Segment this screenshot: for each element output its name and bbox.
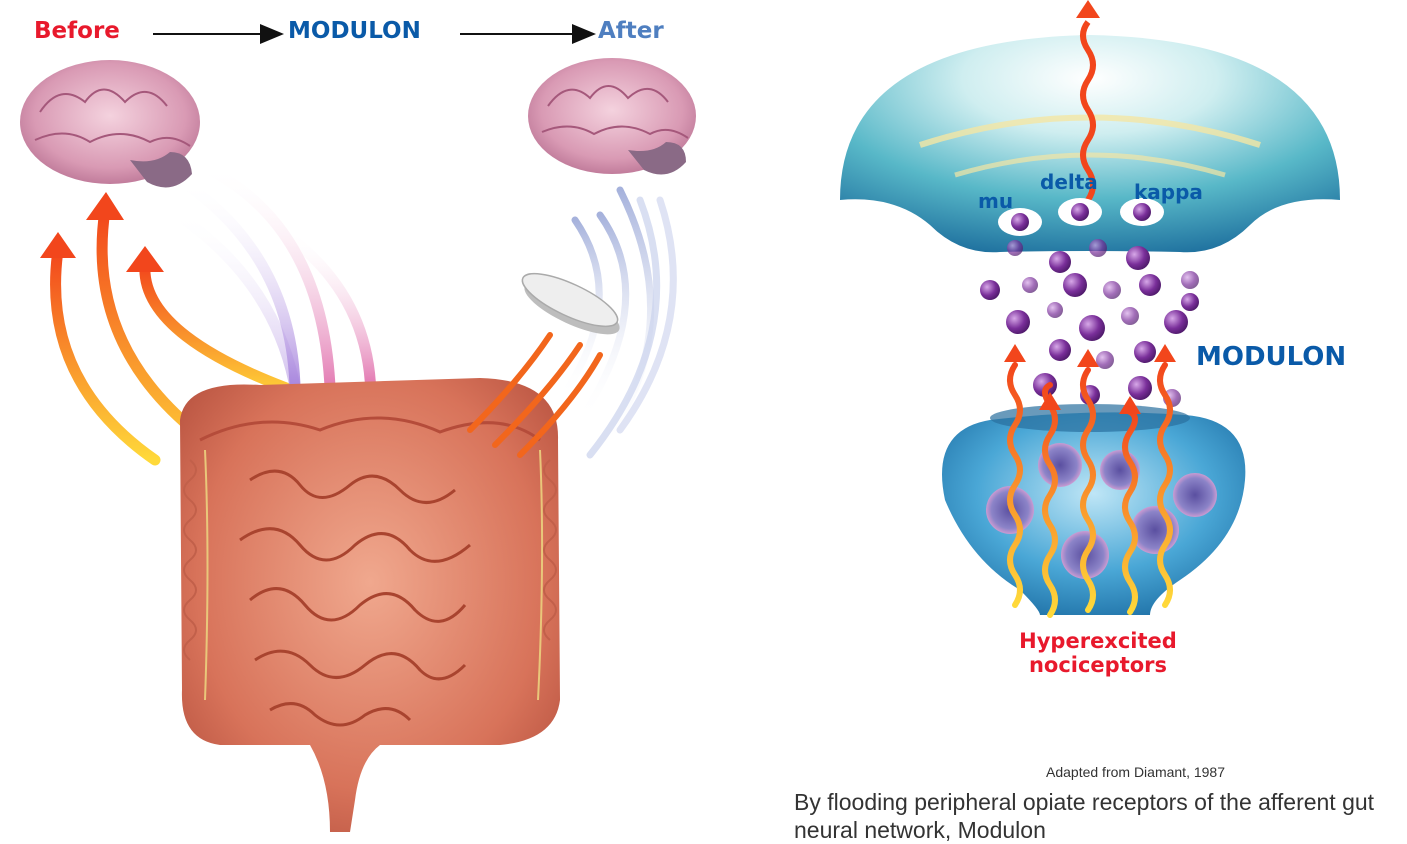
afferent-arrowhead-3 [126,246,164,272]
source-credit: Adapted from Diamant, 1987 [1046,764,1225,780]
mu-receptor-label: mu [978,189,1013,213]
after-label: After [598,18,664,44]
signal-head-3 [1077,349,1099,367]
signal-head-1 [1004,344,1026,362]
before-label: Before [34,18,120,44]
nociceptors-label-line1: Hyperexcited [988,629,1208,653]
caption-text: By flooding peripheral opiate receptors … [794,788,1394,844]
brain-after [528,58,696,175]
efferent-arrow-2 [180,180,295,410]
delta-receptor-label: delta [1040,170,1098,194]
signal-head-5 [1154,344,1176,362]
kappa-receptor-label: kappa [1134,180,1203,204]
nociceptors-label: Hyperexcited nociceptors [988,629,1208,677]
modulon-drug-label: MODULON [1196,342,1346,372]
afferent-arrowhead-2 [86,192,124,220]
brain-before [20,60,200,187]
modulon-tablet [516,264,626,345]
nociceptors-label-line2: nociceptors [988,653,1208,677]
modulon-flow-label: MODULON [288,18,421,44]
intestines [180,378,560,832]
afferent-arrowhead-1 [40,232,76,258]
